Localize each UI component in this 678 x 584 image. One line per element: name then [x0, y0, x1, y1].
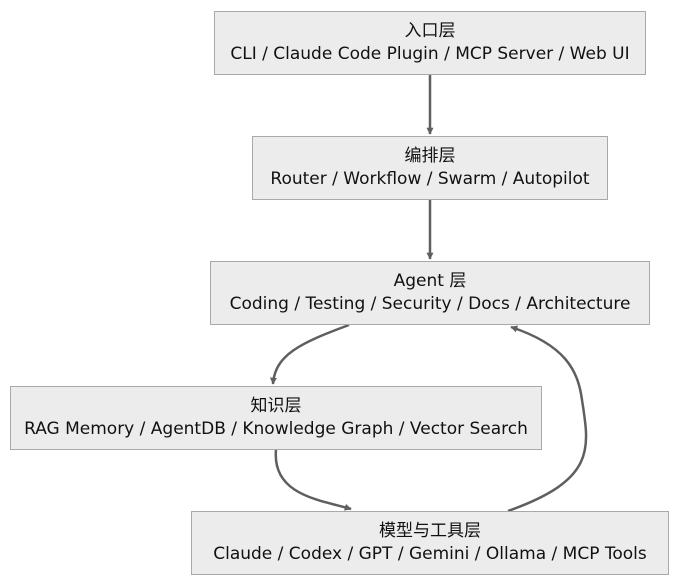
edge-models-to-agent: [507, 325, 588, 513]
node-agent-title: Agent 层: [393, 271, 467, 291]
edge-agent-to-knowledge: [269, 323, 350, 385]
node-orchestration-title: 编排层: [404, 146, 456, 166]
node-entry-items: CLI / Claude Code Plugin / MCP Server / …: [230, 44, 630, 64]
node-knowledge-layer: 知识层 RAG Memory / AgentDB / Knowledge Gra…: [10, 386, 542, 450]
node-entry-title: 入口层: [404, 21, 456, 41]
node-models-items: Claude / Codex / GPT / Gemini / Ollama /…: [213, 544, 647, 564]
node-agent-items: Coding / Testing / Security / Docs / Arc…: [229, 294, 631, 314]
node-orchestration-layer: 编排层 Router / Workflow / Swarm / Autopilo…: [252, 136, 608, 200]
node-entry-layer: 入口层 CLI / Claude Code Plugin / MCP Serve…: [214, 11, 646, 75]
node-models-layer: 模型与工具层 Claude / Codex / GPT / Gemini / O…: [191, 511, 669, 575]
edge-knowledge-to-models: [274, 449, 352, 511]
node-knowledge-items: RAG Memory / AgentDB / Knowledge Graph /…: [24, 419, 528, 439]
node-orchestration-items: Router / Workflow / Swarm / Autopilot: [270, 169, 590, 189]
node-models-title: 模型与工具层: [379, 521, 481, 541]
edges: [269, 75, 588, 513]
node-knowledge-title: 知识层: [250, 396, 302, 416]
node-agent-layer: Agent 层 Coding / Testing / Security / Do…: [210, 261, 650, 325]
